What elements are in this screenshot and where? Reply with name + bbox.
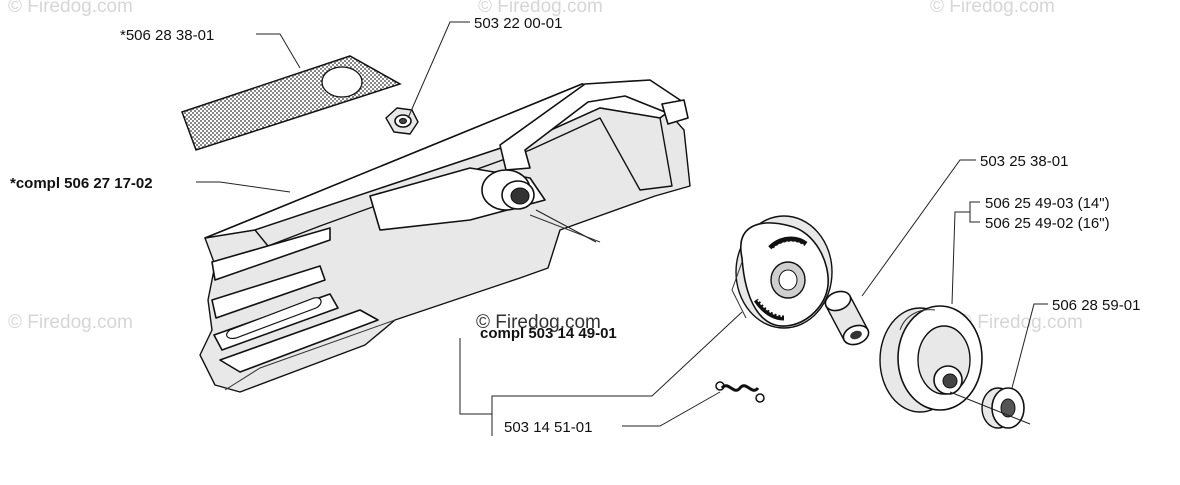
clutch-cover-part [199, 79, 691, 393]
nut-part [385, 107, 419, 135]
label-nut: 503 22 00-01 [474, 15, 562, 32]
watermark-top-left: © Firedog.com [8, 0, 133, 17]
label-clutch-assembly: compl 503 14 49-01 [480, 325, 617, 342]
watermark-mid-center: © Firedog.com [476, 312, 601, 333]
spring-part [715, 381, 765, 403]
needle-bearing-part [824, 290, 870, 346]
label-bearing: 503 25 38-01 [980, 153, 1068, 170]
clutch-drum-part [879, 305, 983, 413]
watermark-top-center: © Firedog.com [478, 0, 603, 17]
label-clutch-cover: *compl 506 27 17-02 [10, 175, 153, 192]
decal-part [181, 55, 402, 151]
washer-part [981, 387, 1025, 429]
leader-lines [196, 21, 1048, 436]
watermark-top-right: © Firedog.com [930, 0, 1055, 17]
watermark-mid-right: © Firedog.com [958, 312, 1083, 333]
label-decal: *506 28 38-01 [120, 27, 214, 44]
watermark-mid-left: © Firedog.com [8, 312, 133, 333]
label-drum-14: 506 25 49-03 (14") [985, 195, 1110, 212]
label-washer: 506 28 59-01 [1052, 297, 1140, 314]
label-spring: 503 14 51-01 [504, 419, 592, 436]
label-drum-16: 506 25 49-02 (16") [985, 215, 1110, 232]
clutch-assembly-part [731, 215, 833, 329]
